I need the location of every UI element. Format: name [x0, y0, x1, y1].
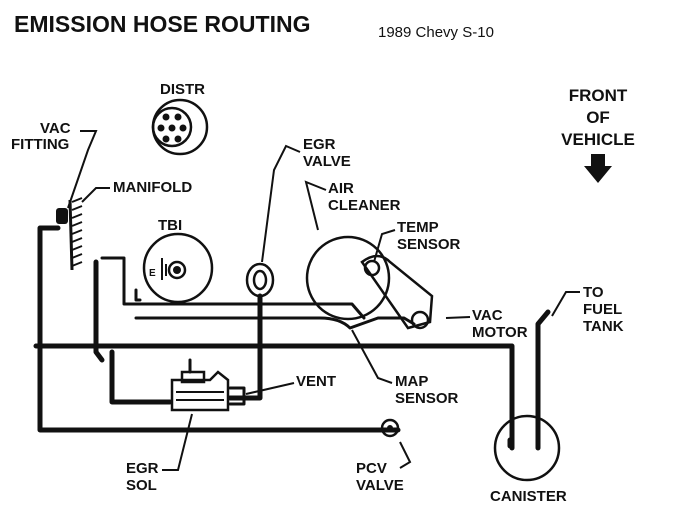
canister-label: CANISTER — [490, 488, 567, 505]
egr-sol-label-line2: SOL — [126, 477, 157, 494]
egr-valve-body — [245, 262, 275, 298]
air-cleaner-label-line2: CLEANER — [328, 197, 401, 214]
diagram-title: EMISSION HOSE ROUTING — [14, 11, 310, 37]
distributor: DISTR — [151, 81, 209, 156]
pcv-valve-leader — [399, 441, 412, 469]
egr-solenoid-top — [180, 370, 206, 384]
of-label: OF — [586, 108, 610, 127]
distributor-terminal — [179, 124, 187, 132]
vac-motor-label-line2: MOTOR — [472, 324, 528, 341]
distributor-cap — [151, 106, 193, 148]
air-cleaner: AIR CLEANER — [304, 180, 434, 330]
manifold-label: MANIFOLD — [113, 179, 192, 196]
air-cleaner-snorkel — [360, 254, 434, 330]
distributor-terminal — [174, 135, 182, 143]
hose-manifold-to-pcv — [37, 225, 401, 433]
to-fuel-tank-leader — [551, 291, 580, 317]
hose-tbi-down — [93, 259, 105, 363]
vac-motor-label-line1: VAC — [472, 307, 503, 324]
air-cleaner-leader — [304, 180, 327, 231]
vac-motor — [410, 310, 430, 330]
egr-valve-label-line1: EGR — [303, 136, 336, 153]
egr-valve-diaphragm — [252, 269, 268, 291]
air-cleaner-label-line1: AIR — [328, 180, 354, 197]
distributor-terminal — [174, 113, 182, 121]
pcv-valve-label-line2: VALVE — [356, 477, 404, 494]
front-of-vehicle-indicator: FRONT OF VEHICLE — [561, 86, 635, 183]
vac-fitting — [56, 208, 68, 224]
hose-to-vac-motor — [134, 316, 416, 330]
vent-label: VENT — [296, 373, 336, 390]
egr-valve-leader — [261, 144, 301, 263]
manifold-leader — [81, 187, 110, 203]
to-fuel-tank-label-line2: FUEL — [583, 301, 622, 318]
to-fuel-tank-label-line1: TO — [583, 284, 604, 301]
front-label: FRONT — [569, 86, 628, 105]
hose-sol-vent — [228, 386, 246, 406]
vac-fitting-label-line2: FITTING — [11, 136, 69, 153]
hose-to-fuel-tank — [535, 309, 551, 451]
egr-sol-leader — [162, 413, 193, 471]
vent-leader — [245, 382, 295, 395]
to-fuel-tank-label-line3: TANK — [583, 318, 624, 335]
canister-ports — [507, 437, 541, 449]
tbi-label: TBI — [158, 217, 182, 234]
tbi-port — [167, 260, 187, 280]
vac-fitting-label-line1: VAC — [40, 120, 71, 137]
hose-to-egr-sol — [109, 349, 173, 405]
distr-label: DISTR — [160, 81, 205, 98]
throttle-body-injection: TBI E — [142, 217, 214, 304]
air-cleaner-housing — [305, 235, 391, 321]
pcv-valve-label-line1: PCV — [356, 460, 387, 477]
temp-sensor-label-line2: SENSOR — [397, 236, 461, 253]
map-sensor-label-line2: SENSOR — [395, 390, 459, 407]
egr-solenoid-details — [176, 391, 224, 401]
hose-canister-purge — [33, 343, 515, 451]
vehicle-label: VEHICLE — [561, 130, 635, 149]
egr-valve-label-line2: VALVE — [303, 153, 351, 170]
tbi-port-center — [173, 266, 181, 274]
manifold-fins — [71, 197, 83, 267]
vac-fitting-leader — [67, 130, 98, 209]
hose-egr-valve-to-sol — [227, 293, 263, 401]
distributor-terminal — [162, 113, 170, 121]
evap-canister: CANISTER — [490, 414, 567, 505]
vacuum-hoses — [33, 225, 551, 451]
map-sensor-leader — [351, 329, 393, 384]
temp-sensor — [363, 259, 381, 277]
egr-sol-label-line1: EGR — [126, 460, 159, 477]
egr-solenoid: EGR SOL — [126, 370, 230, 494]
tbi-body — [142, 232, 214, 304]
distributor-terminal — [162, 135, 170, 143]
vac-motor-leader — [445, 316, 471, 319]
tbi-port-marks — [161, 258, 167, 280]
egr-valve: EGR VALVE — [245, 136, 351, 298]
diagram-subtitle: 1989 Chevy S-10 — [378, 24, 494, 41]
intake-manifold — [56, 197, 83, 271]
temp-sensor-leader — [373, 229, 396, 263]
distributor-terminal — [157, 124, 165, 132]
map-sensor-label-line1: MAP — [395, 373, 428, 390]
temp-sensor-label-line1: TEMP — [397, 219, 439, 236]
hose-tbi-port — [134, 288, 142, 302]
canister-body — [493, 414, 561, 482]
egr-solenoid-body — [170, 370, 230, 412]
hose-tbi-to-map — [100, 256, 366, 320]
arrow-down-icon — [584, 154, 612, 183]
tbi-port-label: E — [149, 268, 156, 279]
distributor-terminal — [168, 124, 176, 132]
